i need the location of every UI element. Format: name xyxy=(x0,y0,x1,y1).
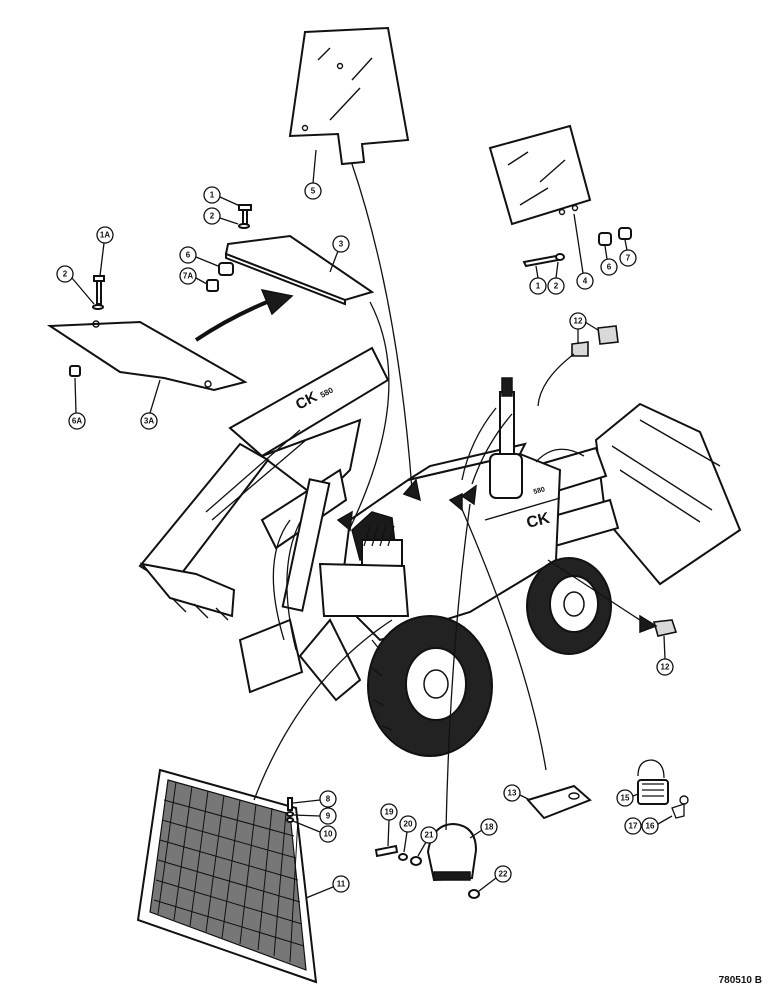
svg-text:7: 7 xyxy=(626,254,631,263)
svg-text:10: 10 xyxy=(324,830,333,839)
hood-logo: CK xyxy=(525,510,552,532)
svg-text:13: 13 xyxy=(508,789,517,798)
callout-6-left: 6 xyxy=(179,246,197,264)
callouts: 1 2 3 5 6 7A 1A 2 6A 3A 1 2 4 6 7 12 12 … xyxy=(56,149,674,899)
svg-text:19: 19 xyxy=(385,808,394,817)
svg-text:3: 3 xyxy=(339,240,344,249)
callout-6a: 6A xyxy=(68,412,86,430)
callout-21: 21 xyxy=(420,826,438,844)
callout-12-bottom: 12 xyxy=(656,658,674,676)
callout-10: 10 xyxy=(319,825,337,843)
hood-model: 580 xyxy=(533,486,546,496)
svg-text:11: 11 xyxy=(337,880,346,889)
transfer-arrow xyxy=(194,288,294,342)
backhoe-loader xyxy=(138,346,742,757)
callout-15: 15 xyxy=(616,789,634,807)
svg-text:9: 9 xyxy=(326,812,331,821)
svg-text:1: 1 xyxy=(210,191,215,200)
callout-2-top: 2 xyxy=(203,207,221,225)
callout-1a: 1A xyxy=(96,226,114,244)
callout-3a: 3A xyxy=(140,412,158,430)
svg-text:12: 12 xyxy=(661,663,670,672)
floor-plate-3 xyxy=(224,234,375,306)
svg-text:16: 16 xyxy=(646,822,655,831)
svg-text:8: 8 xyxy=(326,795,331,804)
floor-plate-3a xyxy=(46,320,248,392)
callout-4: 4 xyxy=(576,272,594,290)
svg-text:2: 2 xyxy=(63,270,68,279)
callout-9: 9 xyxy=(319,807,337,825)
callout-7: 7 xyxy=(619,249,637,267)
callout-8: 8 xyxy=(319,790,337,808)
hardware-top xyxy=(69,204,632,377)
callout-12-top: 12 xyxy=(569,312,587,330)
glass-panel-5 xyxy=(288,26,410,166)
document-number: 780510 B xyxy=(718,975,762,986)
svg-text:5: 5 xyxy=(311,187,316,196)
svg-text:6: 6 xyxy=(607,263,612,272)
callout-2-left: 2 xyxy=(56,265,74,283)
callout-3: 3 xyxy=(332,235,350,253)
svg-text:6A: 6A xyxy=(72,417,82,426)
callout-1-right: 1 xyxy=(529,277,547,295)
svg-text:2: 2 xyxy=(210,212,215,221)
svg-text:21: 21 xyxy=(425,831,434,840)
svg-text:17: 17 xyxy=(629,822,638,831)
callout-5: 5 xyxy=(304,182,322,200)
svg-text:1: 1 xyxy=(536,282,541,291)
svg-text:22: 22 xyxy=(499,870,508,879)
plate-12-lower xyxy=(652,619,678,637)
svg-text:12: 12 xyxy=(574,317,583,326)
guard-screen-11 xyxy=(136,768,318,984)
callout-1-top: 1 xyxy=(203,186,221,204)
callout-20: 20 xyxy=(399,815,417,833)
callout-2-right: 2 xyxy=(547,277,565,295)
callout-17: 17 xyxy=(624,817,642,835)
callout-16: 16 xyxy=(641,817,659,835)
svg-text:1A: 1A xyxy=(100,231,110,240)
svg-text:7A: 7A xyxy=(183,272,193,281)
callout-11: 11 xyxy=(332,875,350,893)
svg-text:2: 2 xyxy=(554,282,559,291)
callout-18: 18 xyxy=(480,818,498,836)
callout-22: 22 xyxy=(494,865,512,883)
svg-text:18: 18 xyxy=(485,823,494,832)
svg-text:15: 15 xyxy=(621,794,630,803)
svg-text:3A: 3A xyxy=(144,417,154,426)
svg-text:4: 4 xyxy=(583,277,588,286)
callout-19: 19 xyxy=(380,803,398,821)
callout-6-right: 6 xyxy=(600,258,618,276)
svg-text:6: 6 xyxy=(186,251,191,260)
hardware-bottom xyxy=(286,759,689,899)
callout-7a: 7A xyxy=(179,267,197,285)
svg-text:20: 20 xyxy=(404,820,413,829)
callout-13: 13 xyxy=(503,784,521,802)
glass-panel-4 xyxy=(488,124,592,226)
leader-lines xyxy=(253,163,658,831)
